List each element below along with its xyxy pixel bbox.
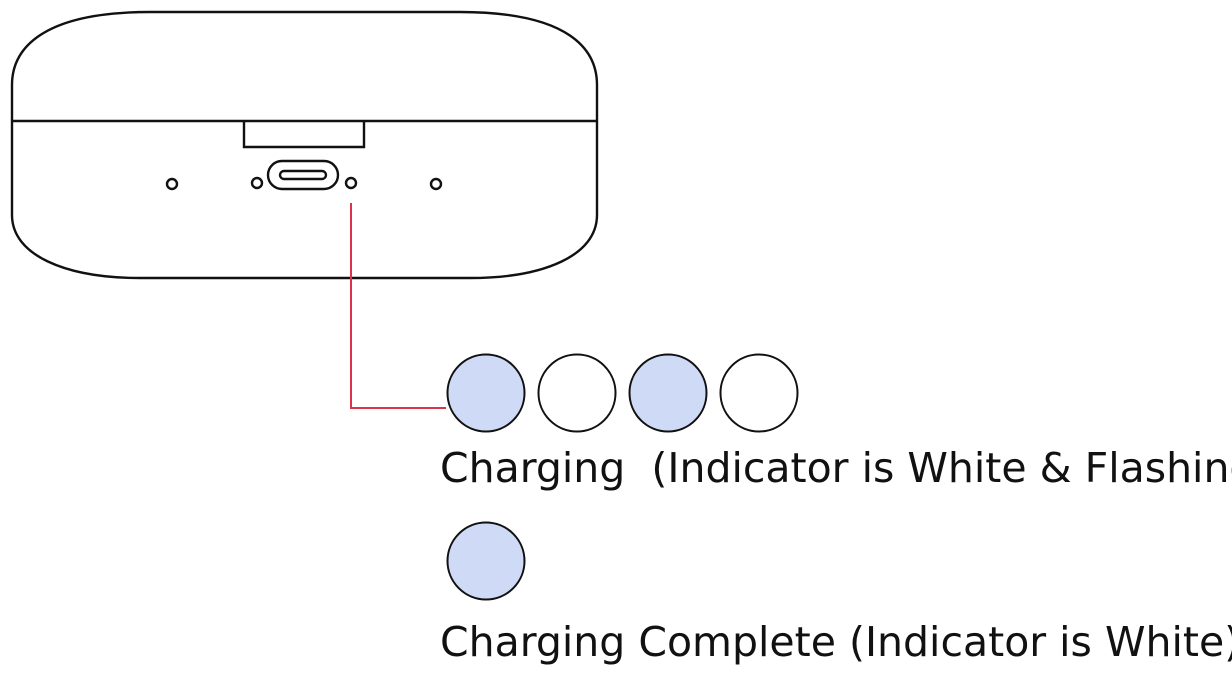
complete-indicator-step-1-on: [446, 521, 526, 601]
case-hole-right: [429, 177, 443, 191]
indicator-leader-line: [350, 203, 446, 409]
charging-complete-label: Charging Complete (Indicator is White): [440, 618, 1232, 666]
case-outline: [10, 10, 599, 280]
usb-c-port-icon: [266, 159, 340, 191]
indicator-light: [344, 176, 358, 190]
charging-indicator-step-4-off: [719, 353, 799, 433]
charging-indicator-step-3-on: [628, 353, 708, 433]
charging-indicator-step-1-on: [446, 353, 526, 433]
charging-label: Charging (Indicator is White & Flashing): [440, 444, 1232, 492]
lid-notch: [242, 121, 366, 149]
complete-indicator-pattern: [446, 521, 526, 601]
charging-case: [10, 10, 599, 280]
usb-c-port-inner: [278, 169, 328, 181]
case-hole-left: [165, 177, 179, 191]
charging-indicator-pattern: [446, 353, 799, 433]
charging-indicator-step-2-off: [537, 353, 617, 433]
case-hole-port-left: [250, 176, 264, 190]
